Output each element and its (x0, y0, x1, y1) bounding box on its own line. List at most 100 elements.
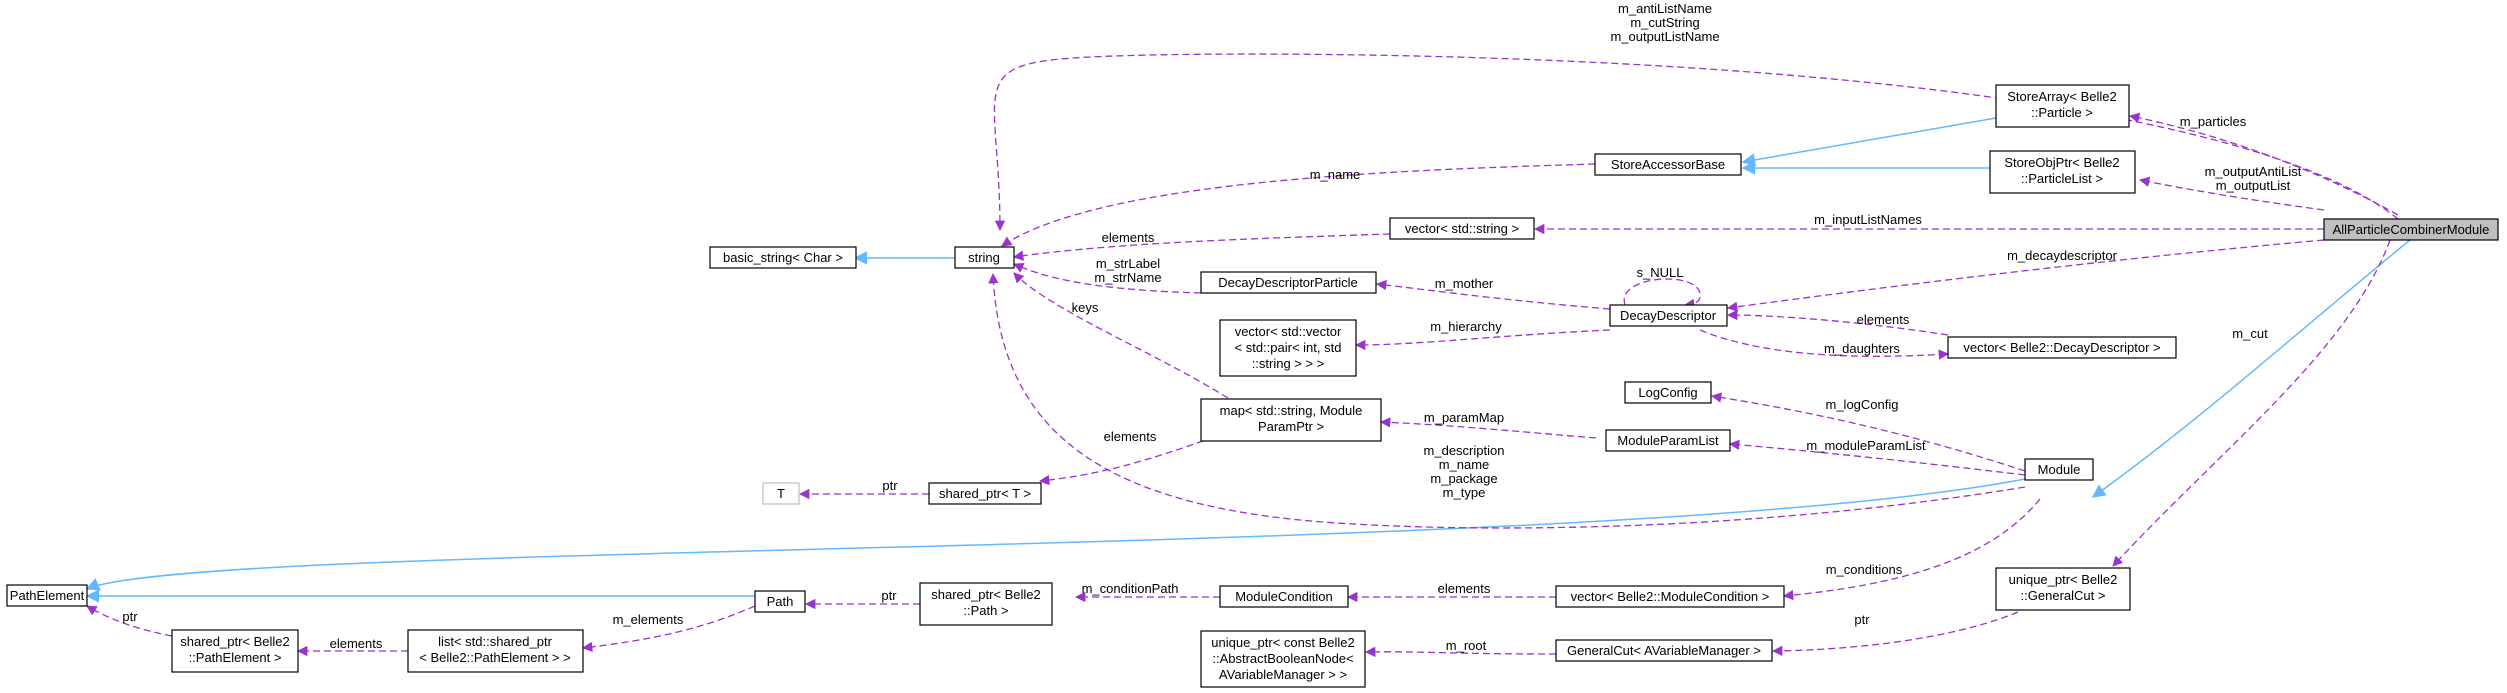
edge-module-pathelement (85, 478, 2026, 591)
edge-labels: m_antiListName m_cutString m_outputListN… (122, 1, 2301, 653)
edge-label: elements (1102, 230, 1155, 245)
node-label: DecayDescriptorParticle (1218, 275, 1357, 290)
edge-allparticlecombiner-module (2091, 239, 2411, 498)
edge-label: m_antiListName (1618, 1, 1712, 16)
node-label: ::AbstractBooleanNode< (1212, 651, 1353, 666)
node-t[interactable]: T (762, 482, 800, 505)
node-basic-string[interactable]: basic_string< Char > (709, 246, 857, 269)
node-label: shared_ptr< Belle2 (180, 634, 290, 649)
node-unique-ptr-boolean-node[interactable]: unique_ptr< const Belle2 ::AbstractBoole… (1200, 630, 1366, 688)
edge-label: m_cut (2232, 326, 2268, 341)
node-vector-decay-descriptor[interactable]: vector< Belle2::DecayDescriptor > (1947, 336, 2177, 359)
node-label: basic_string< Char > (723, 250, 843, 265)
edge-mother (1375, 279, 1611, 310)
edge-label: m_name (1310, 167, 1361, 182)
node-label: Path (767, 594, 794, 609)
edge-label: m_description (1424, 443, 1505, 458)
node-path-element[interactable]: PathElement (6, 584, 88, 607)
node-label: ParamPtr > (1258, 419, 1324, 434)
edge-label: elements (1104, 429, 1157, 444)
edge-label: m_name (1439, 457, 1490, 472)
edge-map-sharedptr (1038, 436, 1215, 486)
edge-label: m_moduleParamList (1806, 438, 1926, 453)
node-label: LogConfig (1638, 385, 1697, 400)
edge-label: m_strLabel (1096, 256, 1160, 271)
node-module[interactable]: Module (2024, 458, 2094, 481)
node-label: StoreObjPtr< Belle2 (2004, 155, 2119, 170)
edge-label: m_conditions (1826, 562, 1903, 577)
node-label: ::Path > (963, 603, 1008, 618)
edge-sharedptr-pathelement (86, 605, 173, 637)
edge-label: m_package (1430, 471, 1497, 486)
node-shared-ptr-path-element[interactable]: shared_ptr< Belle2 ::PathElement > (171, 629, 299, 673)
node-vector-module-condition[interactable]: vector< Belle2::ModuleCondition > (1555, 585, 1785, 608)
edge-particles (2128, 112, 2399, 216)
node-module-condition[interactable]: ModuleCondition (1219, 585, 1349, 608)
edge-cut (2112, 239, 2391, 567)
node-label: DecayDescriptor (1620, 308, 1717, 323)
node-all-particle-combiner-module[interactable]: AllParticleCombinerModule (2323, 218, 2499, 241)
node-label: ::PathElement > (189, 650, 282, 665)
node-shared-ptr-path[interactable]: shared_ptr< Belle2 ::Path > (919, 582, 1053, 626)
node-unique-ptr-general-cut[interactable]: unique_ptr< Belle2 ::GeneralCut > (1995, 567, 2131, 611)
node-label: vector< std::string > (1405, 221, 1519, 236)
node-store-obj-ptr[interactable]: StoreObjPtr< Belle2 ::ParticleList > (1989, 150, 2136, 194)
node-decay-descriptor-particle[interactable]: DecayDescriptorParticle (1200, 271, 1377, 294)
edge-label: m_logConfig (1826, 397, 1899, 412)
node-label: AVariableManager > > (1219, 667, 1347, 682)
node-decay-descriptor[interactable]: DecayDescriptor (1609, 304, 1728, 327)
edge-label: m_elements (613, 612, 684, 627)
edge-label: m_daughters (1824, 341, 1900, 356)
node-label: map< std::string, Module (1220, 403, 1363, 418)
node-label: shared_ptr< T > (939, 486, 1031, 501)
node-log-config[interactable]: LogConfig (1624, 381, 1712, 404)
node-module-param-list[interactable]: ModuleParamList (1605, 429, 1731, 452)
edge-label: elements (330, 636, 383, 651)
node-label: string (968, 250, 1000, 265)
node-label: StoreArray< Belle2 (2007, 89, 2116, 104)
node-map[interactable]: map< std::string, Module ParamPtr > (1200, 398, 1382, 442)
edge-label: ptr (122, 609, 138, 624)
node-string[interactable]: string (954, 246, 1015, 269)
edge-label: m_mother (1435, 276, 1494, 291)
edge-label: m_inputListNames (1814, 212, 1922, 227)
edge-anti-list-string (993, 53, 2399, 232)
edge-label: m_hierarchy (1430, 319, 1502, 334)
nodes: AllParticleCombinerModule StoreArray< Be… (6, 84, 2499, 688)
edge-label: m_particles (2180, 114, 2247, 129)
node-list-shared-ptr[interactable]: list< std::shared_ptr < Belle2::PathElem… (407, 629, 584, 673)
node-store-array[interactable]: StoreArray< Belle2 ::Particle > (1995, 84, 2130, 128)
node-vector-string[interactable]: vector< std::string > (1389, 217, 1535, 240)
edge-label: m_type (1443, 485, 1486, 500)
edge-ptr-generalcut (1771, 611, 2019, 657)
edge-label: m_outputList (2216, 178, 2291, 193)
edge-label: m_root (1446, 638, 1487, 653)
node-label: ModuleParamList (1617, 433, 1719, 448)
node-label: shared_ptr< Belle2 (931, 587, 1041, 602)
edge-parammap (1379, 417, 1597, 439)
edge-hierarchy (1354, 329, 1611, 351)
edge-label: m_paramMap (1424, 410, 1504, 425)
node-vector-pair[interactable]: vector< std::vector < std::pair< int, st… (1219, 319, 1357, 377)
edge-label: s_NULL (1637, 265, 1684, 280)
node-general-cut[interactable]: GeneralCut< AVariableManager > (1555, 639, 1773, 662)
node-label: < std::pair< int, std (1235, 340, 1342, 355)
edge-label: elements (1438, 581, 1491, 596)
node-store-accessor-base[interactable]: StoreAccessorBase (1594, 153, 1742, 176)
edge-output-list (2138, 176, 2325, 211)
edge-vectordd-decaydescriptor (1726, 309, 1949, 336)
edge-label: m_outputAntiList (2205, 164, 2302, 179)
edge-label: ptr (1854, 612, 1870, 627)
node-path[interactable]: Path (754, 590, 806, 613)
node-label: StoreAccessorBase (1611, 157, 1725, 172)
edge-ddparticle-string (1013, 263, 1202, 294)
node-shared-ptr-t[interactable]: shared_ptr< T > (928, 482, 1042, 505)
edge-label: m_outputListName (1610, 29, 1719, 44)
edge-storeaccessorbase-string (1001, 163, 1596, 247)
node-label: unique_ptr< const Belle2 (1211, 635, 1354, 650)
edge-logconfig (1710, 392, 2026, 472)
edge-decaydescriptor-main (1726, 239, 2325, 312)
edges (85, 53, 2411, 658)
edge-label: m_strName (1094, 270, 1161, 285)
